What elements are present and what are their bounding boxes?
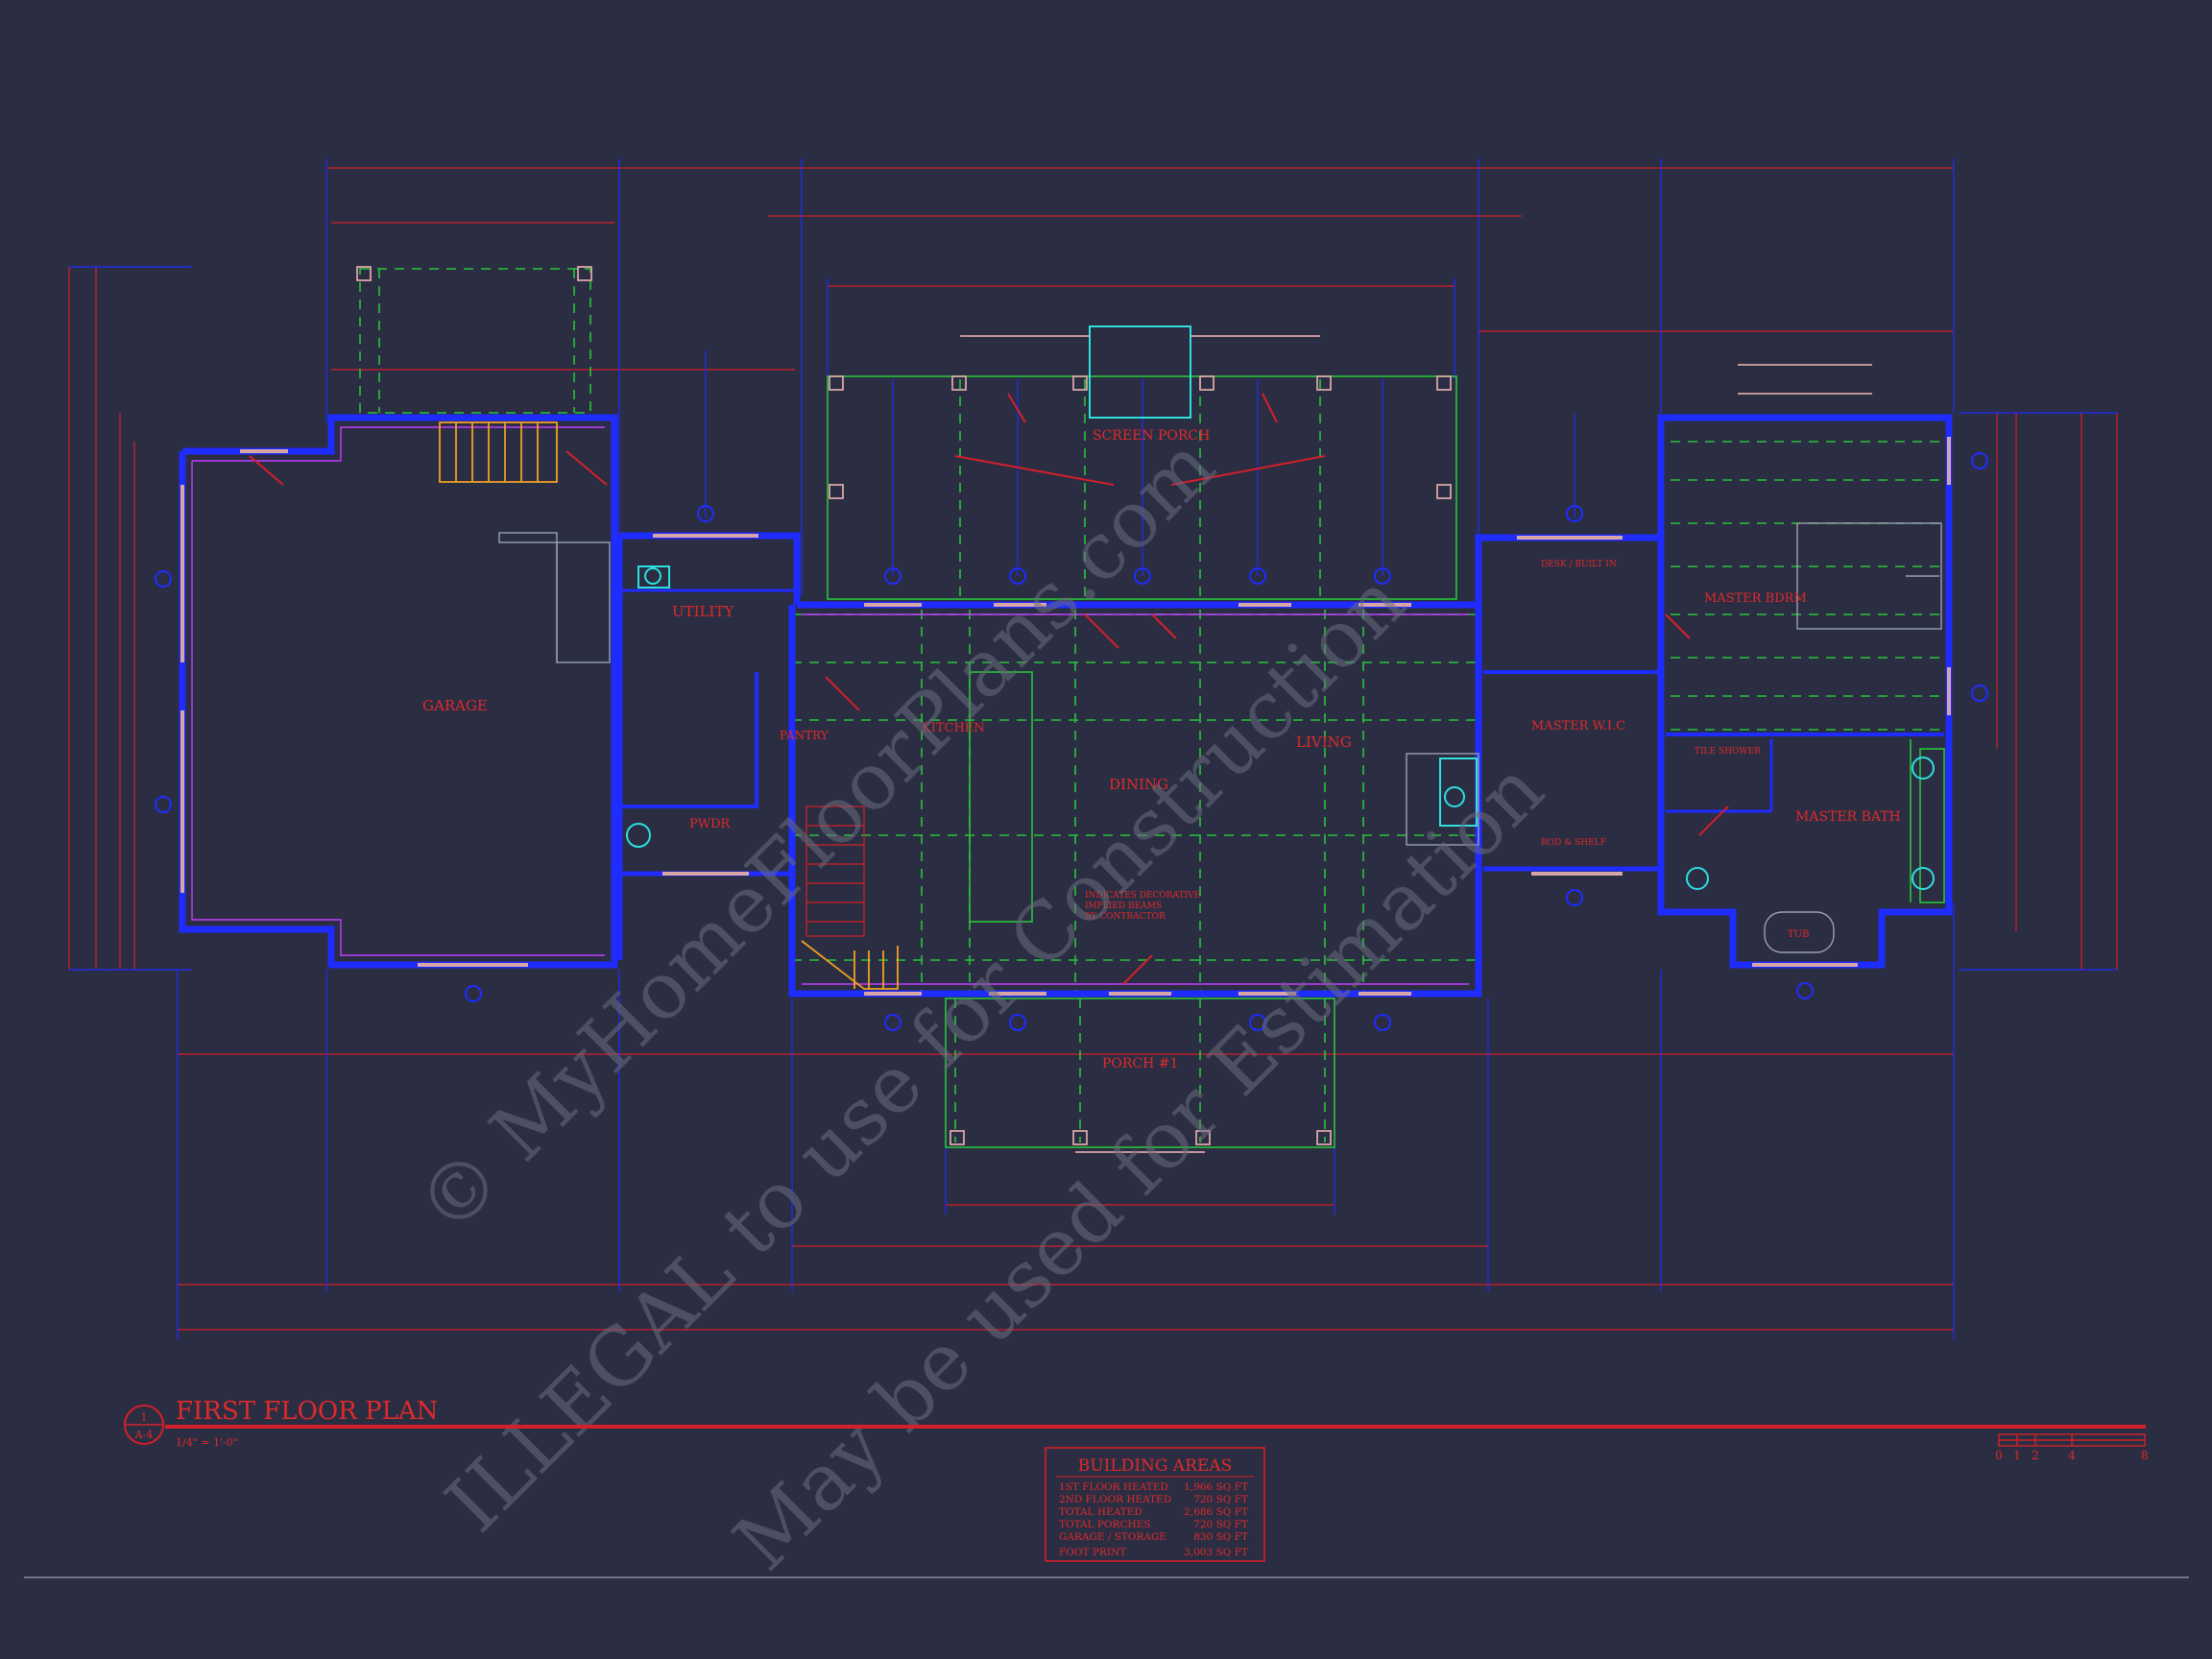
area-row-label-5: GARAGE / STORAGE [1059,1531,1166,1543]
area-row-value-2: 720 SQ FT [1193,1494,1248,1505]
drawing-scale: 1/4" = 1'-0" [176,1436,238,1449]
label-rod-shelf: ROD & SHELF [1541,838,1606,848]
area-row-label-3: TOTAL HEATED [1059,1506,1142,1518]
stairs [439,421,899,990]
label-tub: TUB [1788,929,1809,940]
note-decorative-1: INDICATES DECORATIVE [1085,891,1200,901]
drawing-title: FIRST FLOOR PLAN [176,1397,438,1426]
scale-tick-1: 1 [2013,1449,2021,1462]
interior-stair [805,805,865,937]
label-shower: TILE SHOWER [1695,747,1761,757]
label-master-bdrm: MASTER BDRM [1704,591,1807,606]
label-garage: GARAGE [422,697,488,714]
label-master-bath: MASTER BATH [1795,809,1901,825]
scale-bar [1998,1433,2146,1447]
sheet-ref-bottom: A-4 [134,1429,154,1441]
note-decorative-3: BY CONTRACTOR [1085,912,1166,922]
label-desk: DESK / BUILT IN [1541,560,1617,569]
note-decorative-2: IMPLIED BEAMS [1085,902,1162,911]
building-areas-title: BUILDING AREAS [1078,1456,1232,1476]
label-porch-1: PORCH #1 [1102,1056,1178,1071]
label-utility: UTILITY [672,603,734,620]
scale-tick-2: 2 [2032,1449,2039,1462]
scale-tick-4: 4 [2068,1449,2076,1462]
label-screen-porch: SCREEN PORCH [1093,428,1210,444]
fixtures [498,522,1942,953]
area-row-label-6: FOOT PRINT [1059,1547,1126,1558]
scale-tick-8: 8 [2141,1449,2149,1462]
area-row-value-1: 1,966 SQ FT [1184,1481,1248,1493]
area-row-label-4: TOTAL PORCHES [1059,1519,1151,1530]
label-powder: PWDR [689,817,732,831]
area-row-label-1: 1ST FLOOR HEATED [1059,1481,1168,1493]
fixtures-cyan [626,325,1935,890]
door-swings [249,393,1729,985]
label-living: LIVING [1296,733,1352,751]
sheet-ref-top: 1 [141,1411,148,1424]
label-kitchen: KITCHEN [922,721,985,735]
extension-lines [69,158,2117,1339]
label-master-wic: MASTER W.I.C [1531,719,1625,733]
area-row-value-6: 3,003 SQ FT [1184,1547,1248,1558]
room-labels: GARAGE UTILITY PANTRY PWDR KITCHEN DININ… [422,428,1901,1071]
section-markers [155,452,1988,1031]
title-block: 1 A-4 FIRST FLOOR PLAN 1/4" = 1'-0" [124,1397,2146,1449]
building-areas-table: BUILDING AREAS 1ST FLOOR HEATED 1,966 SQ… [1045,1447,1265,1562]
wall-faces [191,426,1469,985]
area-row-label-2: 2ND FLOOR HEATED [1059,1494,1171,1505]
label-pantry: PANTRY [780,729,830,742]
dimension-lines [68,167,2118,1331]
windows [180,437,1951,996]
columns [356,266,1872,1153]
scale-bar-labels: 0 1 2 4 8 [1995,1449,2149,1462]
watermark: © MyHomeFloorPlans.com ILLEGAL to use fo… [400,420,1561,1588]
area-row-value-5: 830 SQ FT [1193,1531,1248,1543]
label-dining: DINING [1109,776,1168,793]
area-row-value-4: 720 SQ FT [1193,1519,1248,1530]
solid-green-lines [827,375,1945,1148]
scale-tick-0: 0 [1995,1449,2003,1462]
area-row-value-3: 2,686 SQ FT [1184,1506,1248,1518]
